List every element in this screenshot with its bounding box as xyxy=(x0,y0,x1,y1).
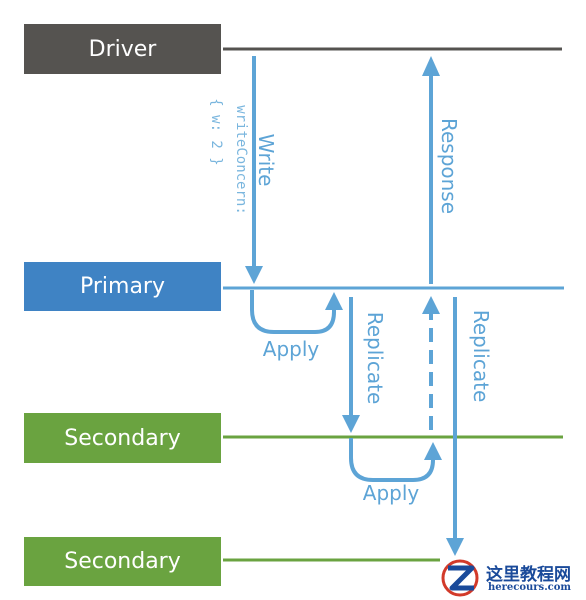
driver-box: Driver xyxy=(24,24,221,74)
apply-primary-label: Apply xyxy=(263,337,320,361)
write-label: Write xyxy=(254,134,278,187)
apply-secondary-arrowhead xyxy=(424,442,442,460)
ack-dashed-arrowhead xyxy=(422,296,440,314)
write-arrowhead xyxy=(245,266,263,284)
response-arrowhead xyxy=(422,56,440,76)
replicate-label-1: Replicate xyxy=(363,312,387,405)
primary-box: Primary xyxy=(24,262,221,311)
secondary-box-2: Secondary xyxy=(24,537,221,586)
watermark-logo-icon xyxy=(441,559,479,597)
write-concern-line1: writeConcern: xyxy=(233,105,249,215)
watermark-url: herecours.com xyxy=(488,582,572,593)
primary-label: Primary xyxy=(79,274,165,299)
write-concern-line2: { w: 2 } xyxy=(208,98,224,165)
watermark-title: 这里教程网 xyxy=(486,565,571,585)
secondary-box-1: Secondary xyxy=(24,413,221,463)
apply-secondary-label: Apply xyxy=(363,481,420,505)
replicate-arrowhead-2 xyxy=(446,538,464,556)
secondary-label-2: Secondary xyxy=(64,549,181,574)
replicate-label-2: Replicate xyxy=(469,310,493,403)
secondary-label-1: Secondary xyxy=(64,425,181,451)
driver-label: Driver xyxy=(88,36,157,62)
response-label: Response xyxy=(437,118,461,214)
apply-primary-curve xyxy=(250,290,336,334)
replicate-arrowhead-1 xyxy=(342,415,360,433)
apply-secondary-curve xyxy=(349,438,435,482)
watermark: 这里教程网 herecours.com xyxy=(440,556,586,600)
apply-primary-arrowhead xyxy=(325,292,343,310)
